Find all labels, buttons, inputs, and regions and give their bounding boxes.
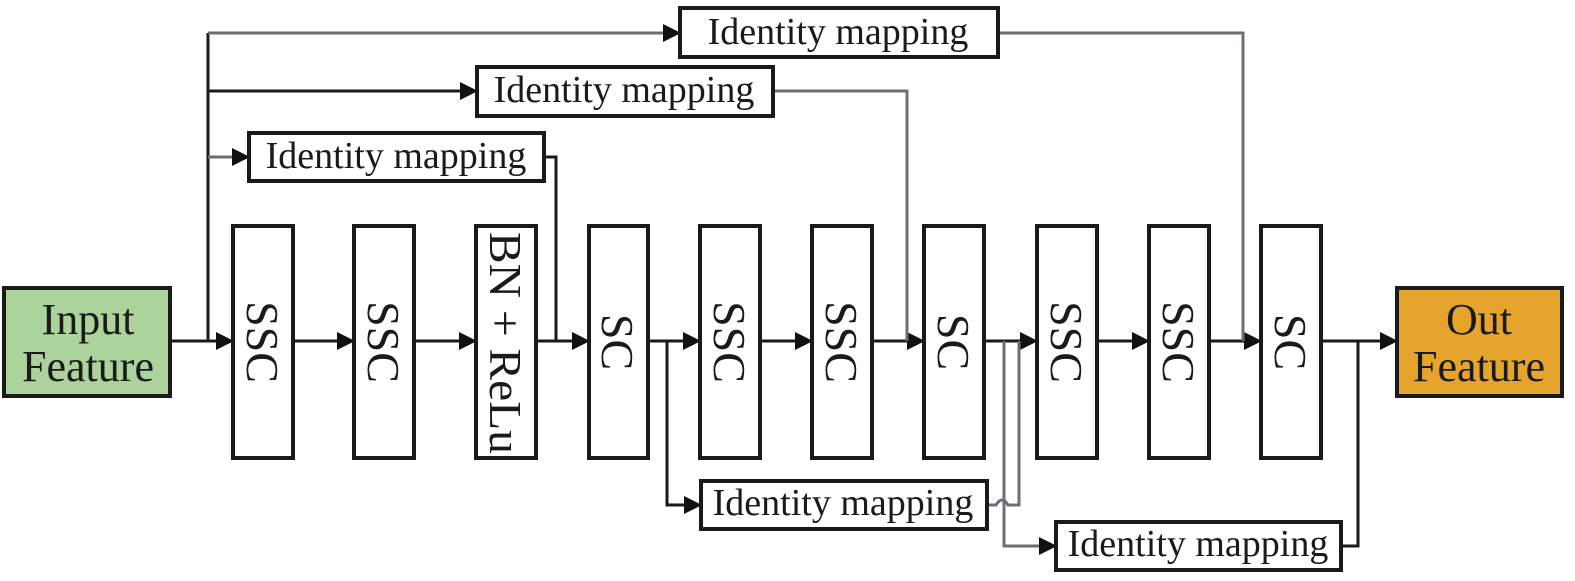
identity-mapping-4-label: Identity mapping	[713, 482, 974, 524]
out-feature-label-line2: Feature	[1413, 342, 1545, 391]
input-feature-node: Input Feature	[2, 286, 172, 398]
block-4-label: SC	[592, 314, 643, 370]
block-4: SC	[587, 224, 650, 460]
identity-mapping-2: Identity mapping	[475, 65, 775, 118]
block-6: SSC	[810, 224, 874, 460]
identity-mapping-5: Identity mapping	[1054, 520, 1343, 572]
block-2-label: SSC	[358, 301, 409, 383]
identity-mapping-4: Identity mapping	[699, 479, 989, 531]
identity-mapping-boxes: Identity mapping Identity mapping Identi…	[247, 6, 1343, 572]
identity-mapping-5-label: Identity mapping	[1068, 523, 1329, 565]
skip3-out-line	[998, 31, 1245, 341]
out-feature-box	[1395, 286, 1564, 398]
identity-mapping-3-label: Identity mapping	[708, 11, 969, 53]
skip1-out-line	[544, 155, 558, 341]
block-2: SSC	[352, 224, 416, 460]
block-10-label: SC	[1265, 314, 1316, 370]
identity-mapping-2-label: Identity mapping	[494, 69, 755, 111]
skip4-in-line	[665, 341, 702, 514]
block-7-label: SC	[928, 314, 979, 370]
identity-mapping-1: Identity mapping	[247, 131, 546, 183]
block-10: SC	[1259, 224, 1323, 460]
skip5-out-line	[1340, 341, 1360, 548]
out-feature-label-line1: Out	[1446, 295, 1512, 344]
input-feature-box	[2, 286, 172, 398]
input-feature-label-line1: Input	[42, 295, 135, 344]
skip5-in-line	[1002, 341, 1057, 555]
block-5-label: SSC	[704, 301, 755, 383]
identity-mapping-1-label: Identity mapping	[266, 135, 527, 177]
skip-connections	[206, 24, 1360, 555]
block-9-label: SSC	[1153, 301, 1204, 383]
identity-mapping-3: Identity mapping	[678, 6, 1000, 59]
block-8: SSC	[1035, 224, 1099, 460]
block-1: SSC	[231, 224, 295, 460]
input-feature-label-line2: Feature	[22, 342, 154, 391]
skip2-out-line	[774, 89, 909, 341]
block-1-label: SSC	[237, 301, 288, 383]
block-3: BN + ReLu	[474, 224, 538, 460]
block-6-label: SSC	[816, 301, 867, 383]
block-8-label: SSC	[1041, 301, 1092, 383]
out-feature-node: Out Feature	[1395, 286, 1564, 398]
block-3-label: BN + ReLu	[480, 232, 531, 454]
blocks: SSC SSC BN + ReLu SC SSC SSC SC SSC SSC …	[231, 224, 1323, 460]
block-9: SSC	[1147, 224, 1211, 460]
block-5: SSC	[698, 224, 762, 460]
block-7: SC	[922, 224, 986, 460]
